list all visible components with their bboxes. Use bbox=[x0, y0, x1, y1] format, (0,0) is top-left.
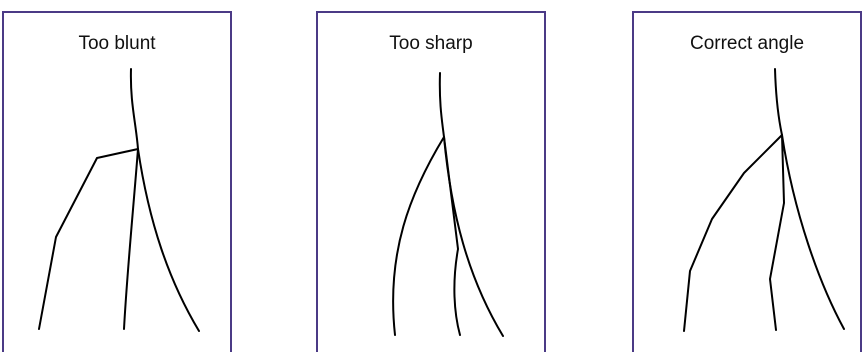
right-branch bbox=[782, 135, 844, 329]
middle-branch bbox=[124, 149, 138, 329]
main-trunk bbox=[775, 69, 782, 135]
main-trunk bbox=[131, 69, 138, 149]
branch-diagram bbox=[634, 13, 864, 354]
middle-branch bbox=[770, 135, 784, 330]
correct-side-branch bbox=[684, 135, 782, 331]
panel-too-sharp: Too sharp bbox=[316, 11, 546, 352]
panel-correct-angle: Correct angle bbox=[632, 11, 862, 352]
branch-diagram bbox=[318, 13, 548, 354]
main-trunk bbox=[440, 73, 444, 137]
blunt-side-branch bbox=[39, 149, 138, 329]
panel-too-blunt: Too blunt bbox=[2, 11, 232, 352]
right-branch bbox=[444, 137, 503, 336]
sharp-side-branch bbox=[393, 137, 444, 335]
right-branch bbox=[138, 149, 199, 331]
branch-diagram bbox=[4, 13, 234, 354]
